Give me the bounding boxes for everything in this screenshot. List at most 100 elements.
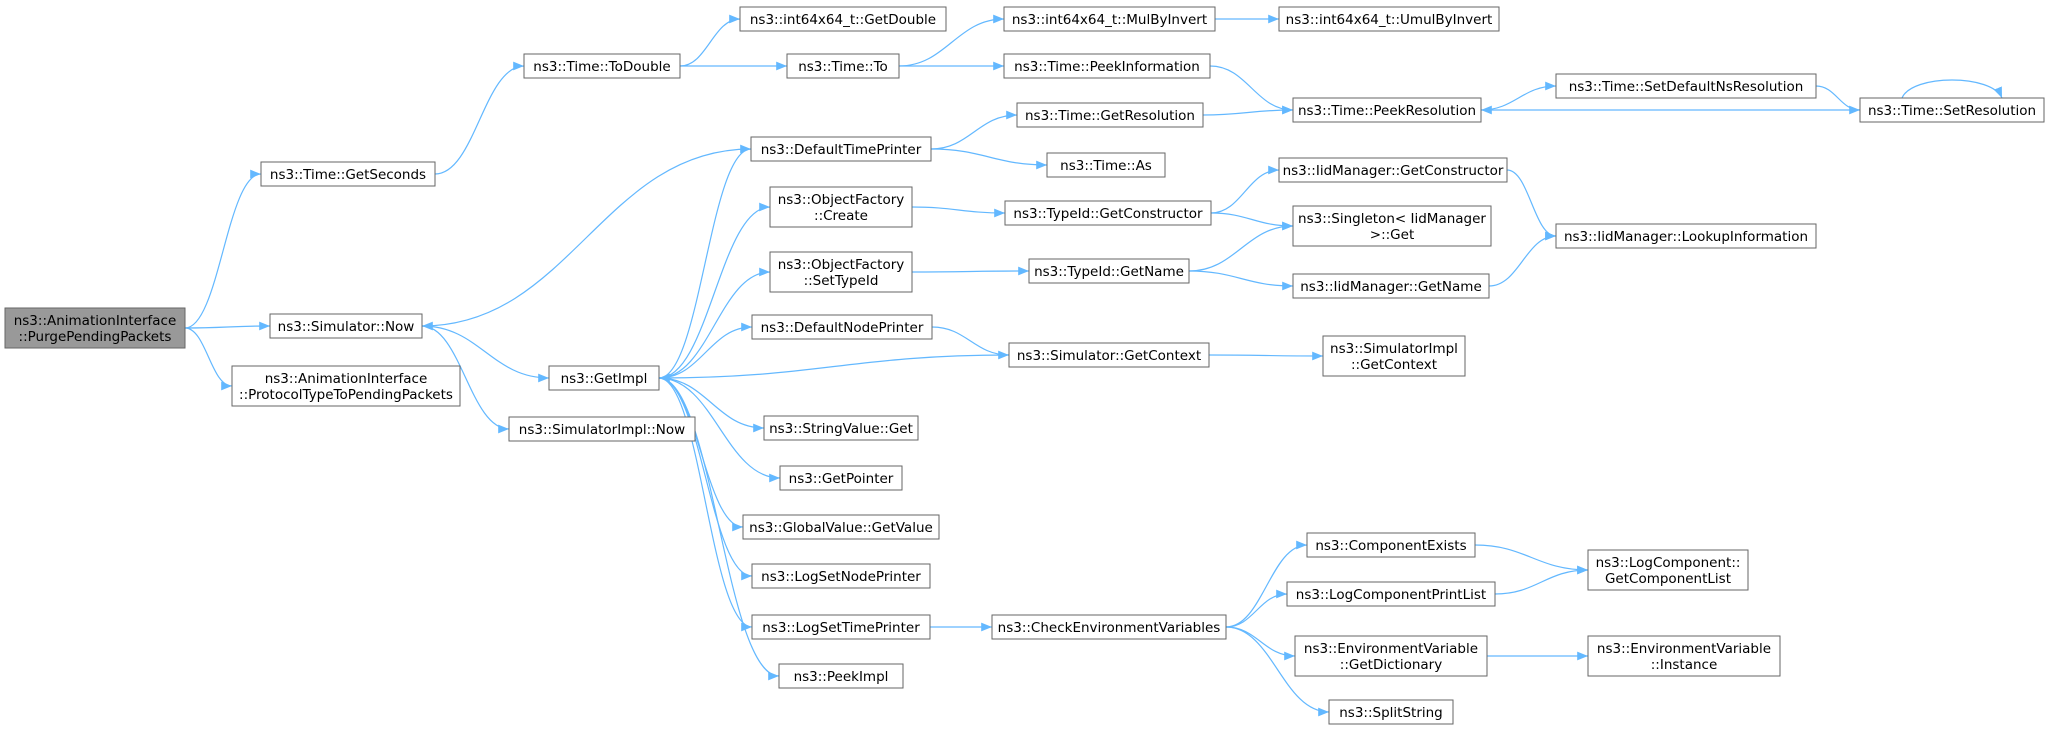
node-ns3-checkenvironmentvariables[interactable]: ns3::CheckEnvironmentVariables <box>991 614 1227 640</box>
node-ns3-environmentvariable-instance[interactable]: ns3::EnvironmentVariable::Instance <box>1587 635 1781 677</box>
edge-simgetctx-to-getimpl <box>658 354 1010 383</box>
node-ns3-animationinterface-protocoltypetopendingpackets[interactable]: ns3::AnimationInterface::ProtocolTypeToP… <box>231 365 461 407</box>
node-ns3-logsettimeprinter[interactable]: ns3::LogSetTimePrinter <box>751 614 931 640</box>
node-ns3-simulator-getcontext[interactable]: ns3::Simulator::GetContext <box>1008 342 1210 368</box>
node-ns3-simulatorimpl-getcontext[interactable]: ns3::SimulatorImpl::GetContext <box>1322 335 1466 377</box>
node-ns3-iidmanager-getname[interactable]: ns3::IidManager::GetName <box>1292 273 1490 299</box>
node-ns3-int64x64-t-umulbyinvert[interactable]: ns3::int64x64_t::UmulByInvert <box>1278 6 1500 32</box>
node-label-line: >::Get <box>1370 227 1414 243</box>
node-ns3-componentexists[interactable]: ns3::ComponentExists <box>1306 532 1476 558</box>
node-ns3-time-as[interactable]: ns3::Time::As <box>1046 152 1166 178</box>
node-ns3-singleton-iidmanager-get[interactable]: ns3::Singleton< IidManager>::Get <box>1292 205 1492 247</box>
node-box <box>1028 258 1190 284</box>
node-label-line: ns3::GetImpl <box>561 371 648 387</box>
node-ns3-animationinterface-purgependingpackets[interactable]: ns3::AnimationInterface::PurgePendingPac… <box>4 307 186 349</box>
edge-simnow-to-simimplnow <box>421 325 510 434</box>
node-box <box>1003 6 1216 32</box>
node-box <box>508 416 696 442</box>
node-ns3-simulatorimpl-now[interactable]: ns3::SimulatorImpl::Now <box>508 416 696 442</box>
edge-getimpl-to-lognode <box>658 377 753 581</box>
node-ns3-time-peekresolution[interactable]: ns3::Time::PeekResolution <box>1292 97 1482 123</box>
edge-line <box>1488 231 1557 287</box>
edge-peekres-to-setdefault <box>1480 81 1557 111</box>
node-label-line: ns3::int64x64_t::GetDouble <box>750 12 936 28</box>
node-ns3-objectfactory-create[interactable]: ns3::ObjectFactory::Create <box>769 186 913 228</box>
node-ns3-time-setdefaultnsresolution[interactable]: ns3::Time::SetDefaultNsResolution <box>1555 73 1817 99</box>
node-label-line: ns3::AnimationInterface <box>14 313 177 329</box>
edge-setdefault-to-setres <box>1815 85 1861 115</box>
node-ns3-objectfactory-settypeid[interactable]: ns3::ObjectFactory::SetTypeId <box>769 251 913 293</box>
node-box <box>769 186 913 228</box>
node-label-line: ns3::int64x64_t::UmulByInvert <box>1286 12 1493 28</box>
node-ns3-defaulttimeprinter[interactable]: ns3::DefaultTimePrinter <box>750 136 932 162</box>
edge-line <box>434 61 525 175</box>
node-label-line: ns3::IidManager::GetName <box>1300 279 1482 295</box>
node-ns3-environmentvariable-getdictionary[interactable]: ns3::EnvironmentVariable::GetDictionary <box>1294 635 1488 677</box>
edge-line <box>1225 540 1308 628</box>
node-ns3-time-todouble[interactable]: ns3::Time::ToDouble <box>523 53 681 79</box>
node-label-line: GetComponentList <box>1605 571 1731 587</box>
node-ns3-logsetnodeprinter[interactable]: ns3::LogSetNodePrinter <box>751 563 931 589</box>
node-label-line: ns3::Time::To <box>798 59 888 75</box>
node-label-line: ::ProtocolTypeToPendingPackets <box>239 387 453 403</box>
node-ns3-int64x64-t-mulbyinvert[interactable]: ns3::int64x64_t::MulByInvert <box>1003 6 1216 32</box>
node-ns3-iidmanager-getconstructor[interactable]: ns3::IidManager::GetConstructor <box>1278 157 1508 183</box>
node-box <box>778 663 904 689</box>
node-box <box>751 563 931 589</box>
node-box <box>269 313 423 339</box>
node-ns3-iidmanager-lookupinformation[interactable]: ns3::IidManager::LookupInformation <box>1555 223 1817 249</box>
node-ns3-simulator-now[interactable]: ns3::Simulator::Now <box>269 313 423 339</box>
node-ns3-splitstring[interactable]: ns3::SplitString <box>1328 699 1454 725</box>
node-ns3-time-to[interactable]: ns3::Time::To <box>786 53 900 79</box>
node-ns3-logcomponent-getcomponentlist[interactable]: ns3::LogComponent::GetComponentList <box>1587 549 1749 591</box>
node-ns3-peekimpl[interactable]: ns3::PeekImpl <box>778 663 904 689</box>
node-label-line: ns3::IidManager::LookupInformation <box>1564 229 1808 245</box>
node-label-line: ::GetDictionary <box>1340 657 1442 673</box>
node-label-line: ns3::SimulatorImpl <box>1330 341 1458 357</box>
node-ns3-globalvalue-getvalue[interactable]: ns3::GlobalValue::GetValue <box>742 514 940 540</box>
edge-root-to-simnow <box>184 321 271 331</box>
node-label-line: ns3::GlobalValue::GetValue <box>749 520 933 536</box>
edge-line <box>658 322 753 379</box>
node-box <box>1292 273 1490 299</box>
node-ns3-time-getresolution[interactable]: ns3::Time::GetResolution <box>1016 102 1204 128</box>
edge-todouble-to-getdouble <box>679 14 741 67</box>
node-ns3-time-setresolution[interactable]: ns3::Time::SetResolution <box>1859 97 2045 123</box>
node-box <box>751 314 933 340</box>
edge-line <box>658 267 771 379</box>
node-label-line: ns3::Singleton< IidManager <box>1298 211 1486 227</box>
node-ns3-time-peekinformation[interactable]: ns3::Time::PeekInformation <box>1003 53 1211 79</box>
edge-line <box>421 325 550 383</box>
node-label-line: ns3::LogComponent:: <box>1596 555 1741 571</box>
node-ns3-getpointer[interactable]: ns3::GetPointer <box>779 465 903 491</box>
node-ns3-typeid-getname[interactable]: ns3::TypeId::GetName <box>1028 258 1190 284</box>
edge-checkenv-to-logprintlist <box>1225 589 1288 628</box>
node-ns3-int64x64-t-getdouble[interactable]: ns3::int64x64_t::GetDouble <box>739 6 947 32</box>
edge-deftimeprinter-to-as <box>930 148 1048 170</box>
node-label-line: ns3::DefaultNodePrinter <box>761 320 924 336</box>
edge-tgetctor-to-singleton <box>1210 212 1294 231</box>
edge-line <box>421 148 752 331</box>
edge-getimpl-to-oftypeid <box>658 267 771 379</box>
node-box <box>1003 53 1211 79</box>
node-box <box>1306 532 1476 558</box>
edge-peekinfo-to-peekres <box>1209 65 1294 115</box>
node-ns3-typeid-getconstructor[interactable]: ns3::TypeId::GetConstructor <box>1004 200 1212 226</box>
edge-line <box>184 327 233 391</box>
node-ns3-time-getseconds[interactable]: ns3::Time::GetSeconds <box>260 161 436 187</box>
edge-igetname-to-lookup <box>1488 231 1557 287</box>
edge-getseconds-to-todouble <box>434 61 525 175</box>
edge-deftimeprinter-to-simnow <box>421 148 752 331</box>
node-label-line: ns3::Time::GetSeconds <box>270 167 426 183</box>
node-box <box>763 415 919 441</box>
edge-line <box>1815 85 1861 115</box>
edge-line <box>1208 351 1324 361</box>
node-box <box>750 136 932 162</box>
node-ns3-getimpl[interactable]: ns3::GetImpl <box>548 365 660 391</box>
edge-getimpl-to-defnodeprinter <box>658 322 753 379</box>
edge-root-to-proto <box>184 327 233 391</box>
node-box <box>1008 342 1210 368</box>
node-ns3-logcomponentprintlist[interactable]: ns3::LogComponentPrintList <box>1286 581 1496 607</box>
node-ns3-stringvalue-get[interactable]: ns3::StringValue::Get <box>763 415 919 441</box>
node-ns3-defaultnodeprinter[interactable]: ns3::DefaultNodePrinter <box>751 314 933 340</box>
